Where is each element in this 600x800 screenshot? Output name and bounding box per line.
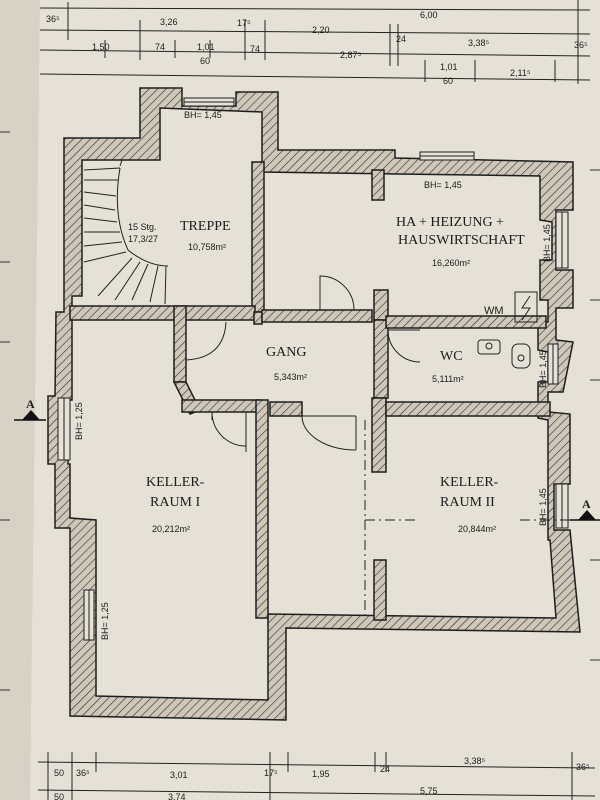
dim-bottom-301: 3,01 (170, 770, 188, 780)
room-keller1-line2: RAUM I (150, 495, 201, 510)
room-wc-name: WC (440, 349, 463, 364)
section-marker-right: A (582, 497, 591, 511)
room-treppe-area: 10,758m² (188, 242, 226, 252)
window-label-keller1-top: BH= 1,25 (74, 402, 84, 440)
dim-top2-101: 1,01 (197, 42, 215, 52)
section-markers (14, 410, 600, 521)
door-keller2 (301, 415, 357, 451)
room-ha-line1: HA + HEIZUNG + (396, 215, 504, 230)
door-ha (319, 275, 355, 311)
door-wc (387, 329, 421, 363)
staircase (83, 159, 169, 305)
dim-top-220: 2,20 (312, 25, 330, 35)
toilet-icon (511, 343, 531, 369)
window-label-ha-right: BH= 1,45 (542, 224, 552, 262)
dim-bottom-24: 24 (380, 764, 390, 774)
electrical-panel-icon (514, 291, 538, 323)
dim-top2-36: 36⁵ (574, 40, 588, 50)
top-dimension-lines (39, 0, 591, 84)
dim-top-338: 3,38⁵ (468, 38, 490, 48)
door-keller1 (211, 411, 247, 452)
doors (185, 275, 421, 452)
dim-top2-150: 1,50 (92, 42, 110, 52)
dim-top2-60: 60 (200, 56, 210, 66)
stairs-dimension: 17,3/27 (128, 234, 158, 244)
dim-bottom-195: 1,95 (312, 769, 330, 779)
fixtures (477, 291, 538, 369)
room-gang-area: 5,343m² (274, 372, 307, 382)
dim-top2-60b: 60 (443, 76, 453, 86)
room-keller2-area: 20,844m² (458, 524, 496, 534)
dim-bottom2-575: 5,75 (420, 786, 438, 796)
window-label-wc-right: BH= 1,45 (538, 350, 548, 388)
dim-bottom-36: 36⁵ (76, 768, 90, 778)
dim-top2-287: 2,87⁵ (340, 50, 362, 60)
dim-bottom-175: 17⁵ (264, 768, 278, 778)
washbasin-icon (477, 339, 501, 355)
dim-bottom2-374: 3,74 (168, 792, 186, 800)
wm-label: WM (484, 305, 504, 317)
dim-top-326: 3,26 (160, 17, 178, 27)
dim-bottom-50: 50 (54, 768, 64, 778)
room-keller2-line1: KELLER- (440, 475, 499, 490)
room-gang-name: GANG (266, 345, 306, 360)
dim-bottom-338: 3,38⁵ (464, 756, 486, 766)
door-treppe (185, 321, 227, 361)
dim-bottom2-50: 50 (54, 792, 64, 800)
dim-top2-74: 74 (155, 42, 165, 52)
windows (57, 97, 569, 641)
room-ha-line2: HAUSWIRTSCHAFT (398, 233, 525, 248)
window-label-keller2-right: BH= 1,45 (538, 488, 548, 526)
dim-top-175: 17⁵ (237, 18, 251, 28)
window-label-treppe: BH= 1,45 (184, 110, 222, 120)
room-keller1-area: 20,212m² (152, 524, 190, 534)
section-marker-left: A (26, 397, 35, 411)
dim-top-24: 24 (396, 34, 406, 44)
room-keller1-line1: KELLER- (146, 475, 205, 490)
dim-bottom-36b: 36⁵ (576, 762, 590, 772)
stairs-count: 15 Stg. (128, 222, 157, 232)
dim-top2-74b: 74 (250, 44, 260, 54)
room-treppe-name: TREPPE (180, 219, 231, 234)
dim-top2-211: 2,11⁵ (510, 68, 531, 78)
room-wc-area: 5,111m² (432, 374, 464, 384)
room-keller2-line2: RAUM II (440, 495, 495, 510)
left-margin-ticks (0, 131, 600, 691)
dim-top-36: 36⁵ (46, 14, 60, 24)
dim-top-600: 6,00 (420, 10, 438, 20)
room-ha-area: 16,260m² (432, 258, 470, 268)
window-label-ha-top: BH= 1,45 (424, 180, 462, 190)
bottom-dimension-lines (37, 752, 596, 800)
walls (47, 87, 581, 721)
dim-top2-101b: 1,01 (440, 62, 458, 72)
paper-fold-shadow (0, 0, 40, 800)
window-label-keller1-bottom: BH= 1,25 (100, 602, 110, 640)
